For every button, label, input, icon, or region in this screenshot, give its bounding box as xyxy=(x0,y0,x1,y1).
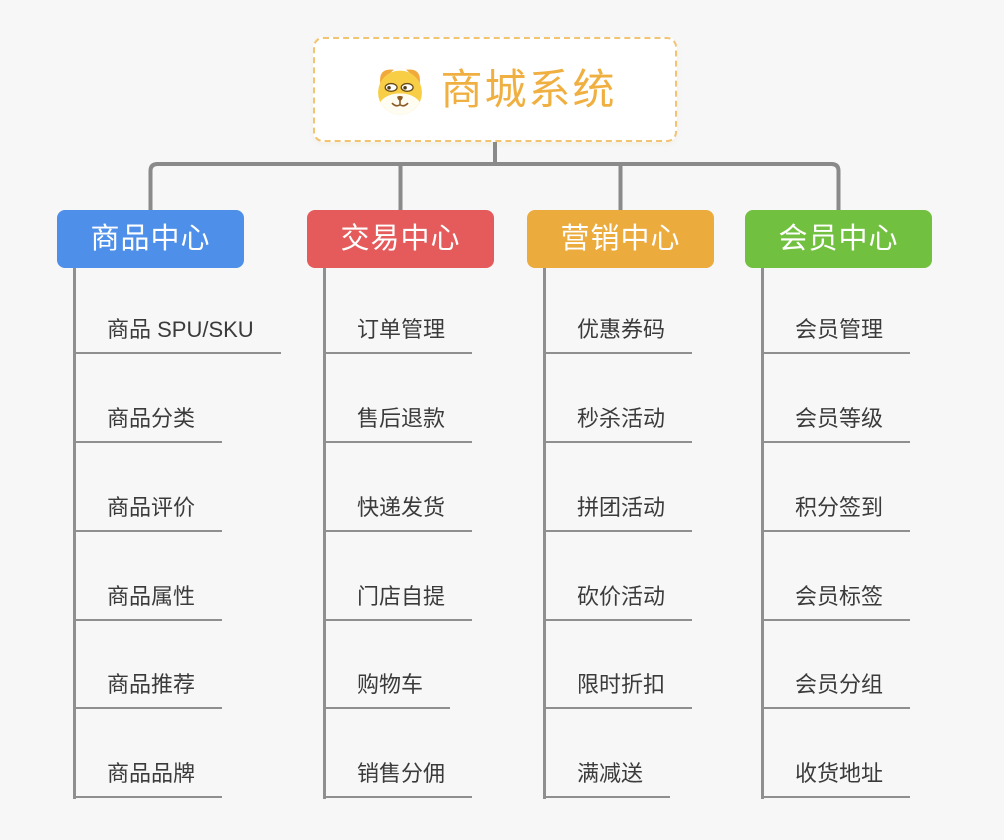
leaf-node[interactable]: 商品品牌 xyxy=(73,756,223,798)
leaf-node[interactable]: 会员管理 xyxy=(761,312,911,354)
root-node[interactable]: 商城系统 xyxy=(313,37,677,142)
leaf-node[interactable]: 积分签到 xyxy=(761,490,911,532)
leaf-node[interactable]: 满减送 xyxy=(543,756,671,798)
leaf-node[interactable]: 销售分佣 xyxy=(323,756,473,798)
leaf-node[interactable]: 商品属性 xyxy=(73,579,223,621)
leaf-node[interactable]: 购物车 xyxy=(323,667,451,709)
branch-children: 会员管理 会员等级 积分签到 会员标签 会员分组 收货地址 xyxy=(761,268,911,799)
branch-box-marketing-center[interactable]: 营销中心 xyxy=(527,210,714,268)
leaf-node[interactable]: 售后退款 xyxy=(323,401,473,443)
branch-marketing-center: 营销中心 优惠券码 秒杀活动 拼团活动 砍价活动 限时折扣 满减送 xyxy=(527,210,714,799)
branch-children: 商品 SPU/SKU 商品分类 商品评价 商品属性 商品推荐 商品品牌 xyxy=(73,268,281,799)
branch-product-center: 商品中心 商品 SPU/SKU 商品分类 商品评价 商品属性 商品推荐 商品品牌 xyxy=(57,210,281,799)
branch-box-product-center[interactable]: 商品中心 xyxy=(57,210,244,268)
leaf-node[interactable]: 限时折扣 xyxy=(543,667,693,709)
branch-member-center: 会员中心 会员管理 会员等级 积分签到 会员标签 会员分组 收货地址 xyxy=(745,210,932,799)
branch-box-trade-center[interactable]: 交易中心 xyxy=(307,210,494,268)
leaf-node[interactable]: 快递发货 xyxy=(323,490,473,532)
leaf-node[interactable]: 商品分类 xyxy=(73,401,223,443)
leaf-node[interactable]: 秒杀活动 xyxy=(543,401,693,443)
branch-children: 优惠券码 秒杀活动 拼团活动 砍价活动 限时折扣 满减送 xyxy=(543,268,693,799)
leaf-node[interactable]: 订单管理 xyxy=(323,312,473,354)
branch-children: 订单管理 售后退款 快递发货 门店自提 购物车 销售分佣 xyxy=(323,268,473,799)
branch-trade-center: 交易中心 订单管理 售后退款 快递发货 门店自提 购物车 销售分佣 xyxy=(307,210,494,799)
leaf-node[interactable]: 砍价活动 xyxy=(543,579,693,621)
leaf-node[interactable]: 收货地址 xyxy=(761,756,911,798)
leaf-node[interactable]: 拼团活动 xyxy=(543,490,693,532)
leaf-node[interactable]: 会员标签 xyxy=(761,579,911,621)
leaf-node[interactable]: 商品推荐 xyxy=(73,667,223,709)
branch-bus-line xyxy=(148,162,841,210)
leaf-node[interactable]: 门店自提 xyxy=(323,579,473,621)
root-title: 商城系统 xyxy=(440,65,617,113)
leaf-node[interactable]: 会员等级 xyxy=(761,401,911,443)
leaf-node[interactable]: 商品 SPU/SKU xyxy=(73,312,281,354)
dog-face-icon xyxy=(373,63,427,117)
leaf-node[interactable]: 商品评价 xyxy=(73,490,223,532)
leaf-node[interactable]: 优惠券码 xyxy=(543,312,693,354)
leaf-node[interactable]: 会员分组 xyxy=(761,667,911,709)
branch-box-member-center[interactable]: 会员中心 xyxy=(745,210,932,268)
